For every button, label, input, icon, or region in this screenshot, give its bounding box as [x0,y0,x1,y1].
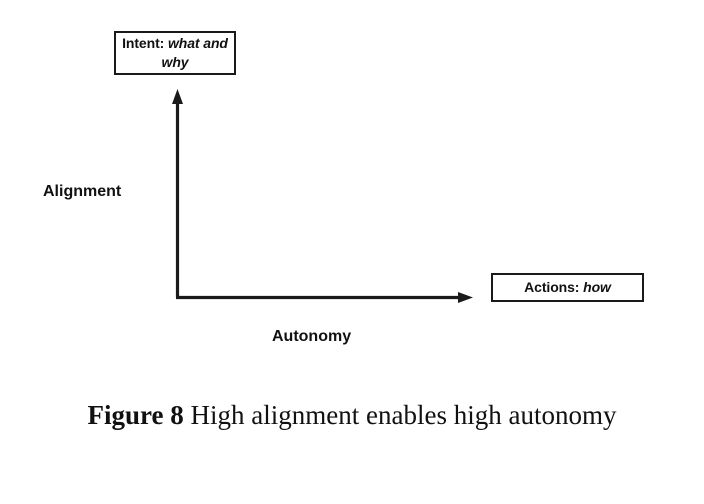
actions-node-text: Actions: how [524,278,611,297]
intent-node-emphasis: what and why [161,35,228,70]
actions-node-emphasis: how [583,279,611,296]
intent-node-prefix: Intent: [122,35,165,52]
y-axis-arrowhead [172,89,183,104]
y-axis-label: Alignment [43,183,122,200]
figure-caption: Figure 8 High alignment enables high aut… [0,396,704,434]
figure-caption-number: Figure 8 [87,400,184,430]
intent-node-box: Intent: what and why [114,31,236,75]
intent-node-text: Intent: what and why [122,34,228,72]
actions-node-box: Actions: how [491,273,644,302]
actions-node-prefix: Actions: [524,279,580,296]
figure-caption-text: High alignment enables high autonomy [183,400,617,430]
x-axis-arrowhead [458,292,473,303]
x-axis-label: Autonomy [272,328,352,345]
